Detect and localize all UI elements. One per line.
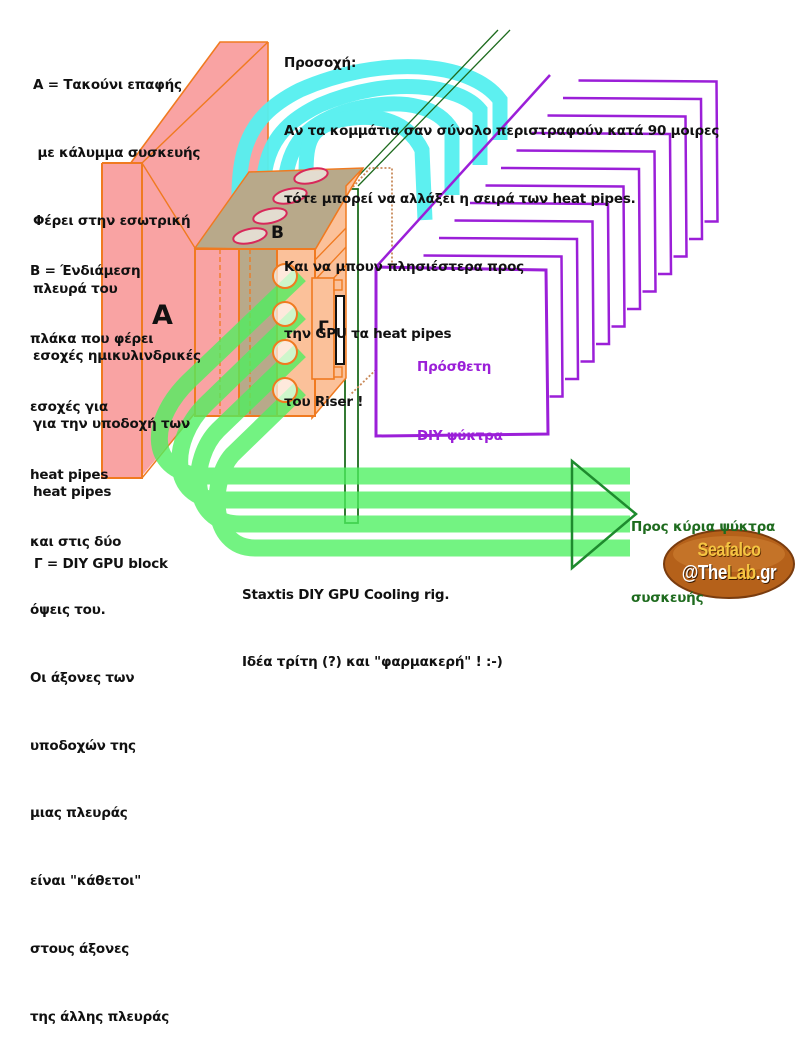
caption-line: Staxtis DIY GPU Cooling rig. bbox=[242, 587, 450, 603]
note-line: είναι "κάθετοι" bbox=[30, 873, 142, 890]
note-line: υποδοχών της bbox=[30, 737, 136, 754]
note-line: την GPU τα heat pipes bbox=[284, 326, 452, 343]
heatsink-fin bbox=[454, 219, 595, 363]
note-line: Οι άξονες των bbox=[30, 669, 135, 686]
gpu-block-c bbox=[311, 277, 345, 380]
logo-suffix: .gr bbox=[755, 562, 777, 584]
heatsink-fin bbox=[500, 166, 642, 311]
extra-heatsink-label: Πρόσθετη DIY ψύκτρα bbox=[417, 310, 503, 470]
note-line: heat pipes bbox=[33, 483, 112, 500]
note-line: μιας πλευράς bbox=[30, 805, 128, 822]
heatsink-fin bbox=[423, 254, 564, 398]
heatsink-fin bbox=[485, 184, 626, 328]
note-line: όψεις του. bbox=[30, 602, 106, 619]
note-line: για την υποδοχή των bbox=[33, 416, 190, 433]
note-line: στους άξονες bbox=[30, 941, 130, 957]
part-b-description: B = Ένδιάμεση πλάκα που φέρει εσοχές για… bbox=[30, 215, 169, 1051]
direction-arrow bbox=[570, 458, 638, 571]
heatsink-fin bbox=[469, 201, 611, 346]
note-line: του Riser ! bbox=[284, 394, 364, 411]
note-line: με κάλυμμα συσκευής bbox=[33, 144, 201, 161]
part-c-description: Γ = DIY GPU block bbox=[34, 508, 168, 598]
logo-prefix: @The bbox=[681, 562, 728, 584]
heat-pipe-sockets bbox=[272, 263, 298, 403]
logo-badge-highlight bbox=[673, 536, 785, 572]
note-line: B = Ένδιάμεση bbox=[30, 263, 141, 280]
note-line: πλευρά του bbox=[33, 280, 118, 297]
note-line: Και να μπουν πλησιέστερα προς bbox=[284, 258, 524, 275]
part-a-front-outline bbox=[101, 162, 143, 479]
note-line: Αν τα κομμάτια σαν σύνολο περιστραφούν κ… bbox=[284, 122, 720, 139]
heatsink-fin bbox=[438, 236, 580, 381]
cyan-heat-pipes bbox=[231, 59, 508, 236]
extra-heatsink-front bbox=[374, 74, 551, 438]
note-line: Γ = DIY GPU block bbox=[34, 556, 168, 573]
note-line: τότε μπορεί να αλλάξει η σειρά των heat … bbox=[284, 190, 636, 207]
logo-badge-background bbox=[663, 529, 795, 599]
cooling-rig-diagram bbox=[101, 29, 795, 599]
heatsink-fin bbox=[547, 114, 688, 258]
note-line: της άλλης πλευράς bbox=[30, 1008, 169, 1025]
part-a-description: Α = Τακούνι επαφής με κάλυμμα συσκευής Φ… bbox=[33, 29, 201, 526]
heatsink-fin bbox=[516, 149, 657, 293]
green-heat-pipes bbox=[150, 268, 630, 557]
extra-heatsink-fins bbox=[423, 79, 719, 398]
note-line: εσοχές ημικυλινδρικές bbox=[33, 348, 201, 365]
note-line: Α = Τακούνι επαφής bbox=[33, 77, 182, 94]
note-line: DIY ψύκτρα bbox=[417, 427, 503, 444]
note-line: Πρόσθετη bbox=[417, 359, 492, 375]
label-a: A bbox=[152, 300, 173, 331]
caption-line: Ιδέα τρίτη (?) και "φαρμακερή" ! :-) bbox=[242, 653, 503, 670]
logo-accent: Lab bbox=[726, 562, 756, 584]
note-line: πλάκα που φέρει bbox=[30, 330, 154, 347]
heatsink-fin bbox=[531, 131, 673, 276]
label-b: B bbox=[271, 223, 284, 243]
heatsink-fin bbox=[562, 96, 704, 241]
caption: Staxtis DIY GPU Cooling rig. Ιδέα τρίτη … bbox=[242, 540, 503, 695]
note-line: Φέρει στην εσωτρική bbox=[33, 212, 191, 229]
logo-line2: @TheLab.gr bbox=[673, 562, 785, 585]
heat-pipe-exit-rings bbox=[232, 167, 329, 245]
label-c: Γ bbox=[318, 318, 329, 338]
logo-line1: Seafalco bbox=[697, 540, 761, 561]
part-a-front-face bbox=[102, 163, 142, 478]
heatsink-fin bbox=[578, 79, 719, 223]
note-line: και στις δύο bbox=[30, 534, 122, 551]
note-line: Προς κύρια ψύκτρα bbox=[631, 519, 776, 535]
note-line: εσοχές για bbox=[30, 398, 108, 415]
seafalco-thelab-logo: Seafalco @TheLab.gr bbox=[663, 528, 795, 600]
warning-title: Προσοχή: bbox=[284, 55, 357, 72]
note-line: heat pipes bbox=[30, 466, 109, 483]
warning-note: Προσοχή: Αν τα κομμάτια σαν σύνολο περισ… bbox=[284, 7, 719, 436]
